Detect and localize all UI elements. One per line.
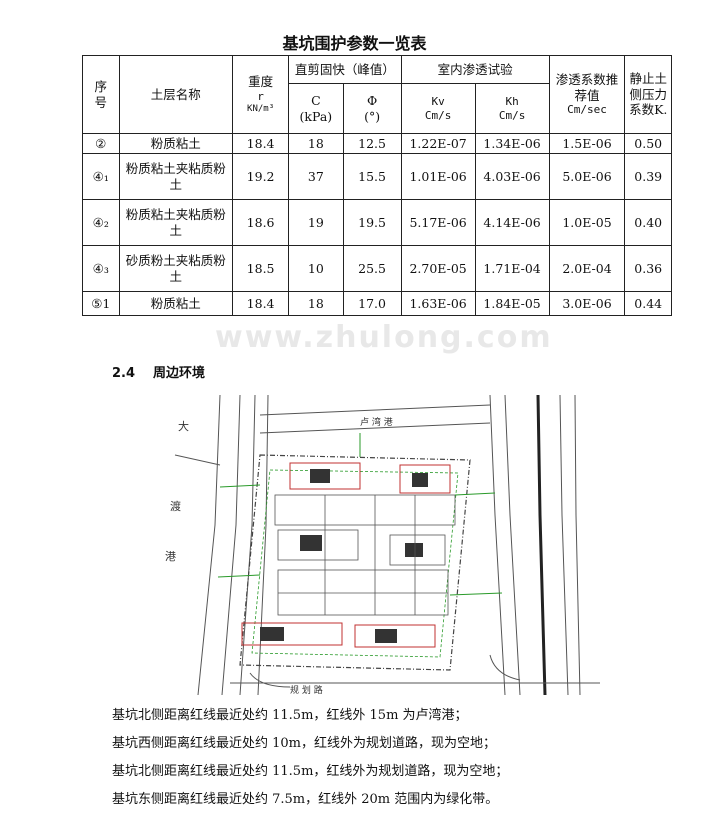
label-south-road: 规 划 路 [290,684,323,695]
site-boundary [239,454,471,671]
header-c: C(kPa) [288,83,344,134]
building-cores [260,469,428,643]
table-title: 基坑围护参数一览表 [282,34,427,53]
site-plan: 卢 湾 港 大 渡 港 规 划 路 [160,395,600,695]
basement-grid [274,494,456,616]
surroundings-notes: 基坑北侧距离红线最近处约 11.5m，红线外 15m 为卢湾港； 基坑西侧距离红… [112,702,508,814]
label-west-3: 港 [165,550,176,563]
label-west-1: 大 [178,419,189,433]
header-soil-name: 土层名称 [118,55,234,134]
note-line: 基坑西侧距离红线最近处约 10m，红线外为规划道路，现为空地； [112,736,497,751]
dimension-ticks [217,433,503,596]
north-road [259,404,491,434]
buildings [241,462,451,648]
watermark: www.zhulong.com [215,320,553,355]
label-north-road: 卢 湾 港 [360,416,393,428]
label-west-2: 渡 [170,499,181,513]
pit-outline [251,469,459,658]
header-recommended-permeability: 渗透系数推荐值 Cm/sec [548,55,626,134]
header-k0: 静止土侧压力系数K. [624,55,672,134]
section-title: 周边环境 [153,366,206,381]
parameter-table: 序 号 土层名称 重度 r KN/m³ 直剪固快（峰值） 室内渗透试验 渗透系数… [82,55,672,316]
section-number: 2.4 [112,366,136,381]
note-line: 基坑北侧距离红线最近处约 11.5m，红线外 15m 为卢湾港； [112,708,468,723]
south-road [230,654,600,688]
header-unit-weight: 重度 r KN/m³ [232,55,290,134]
west-road [174,395,269,695]
section-heading: 2.4 周边环境 [112,362,223,381]
note-line: 基坑北侧距离红线最近处约 11.5m，红线外为规划道路，现为空地； [112,764,509,779]
header-seq: 序 号 [82,55,120,134]
east-road [489,395,581,695]
header-phi: Φ(°) [342,83,402,134]
header-direct-shear: 直剪固快（峰值） [288,55,402,84]
header-permeability: 室内渗透试验 [400,55,550,84]
note-line: 基坑东侧距离红线最近处约 7.5m，红线外 20m 范围内为绿化带。 [112,792,499,807]
